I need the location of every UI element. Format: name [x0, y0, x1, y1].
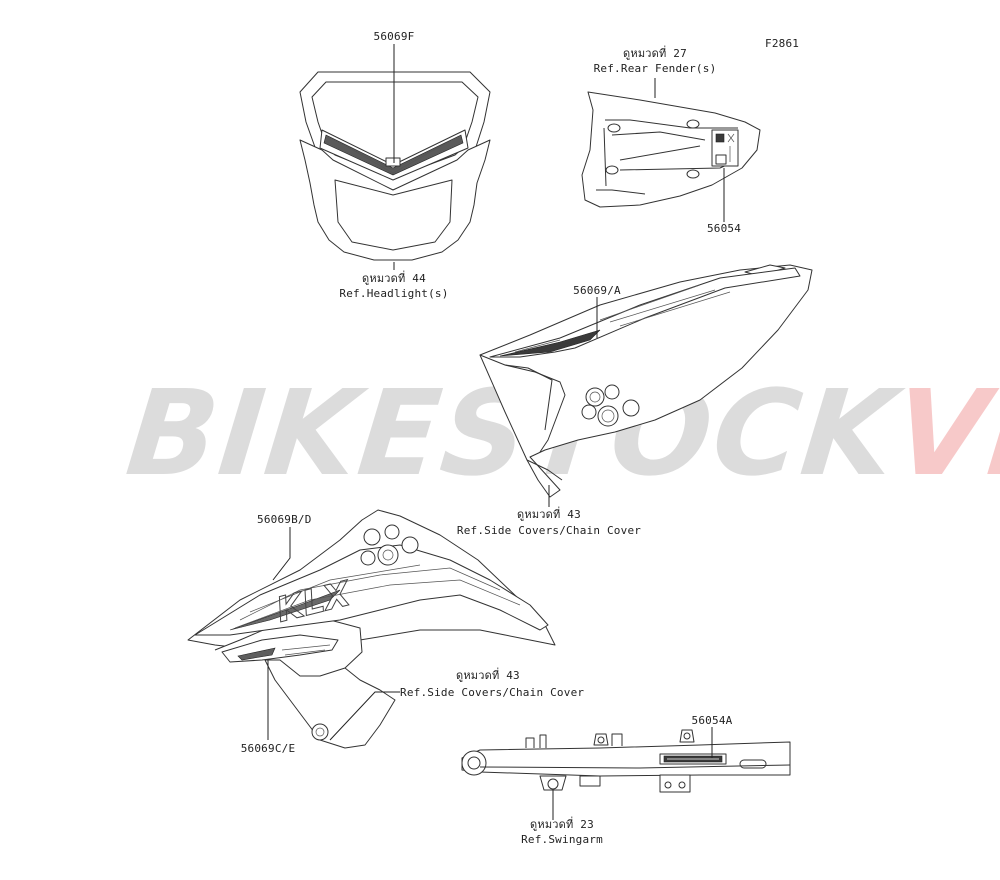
headlight-decal-56069F [319, 129, 469, 181]
swingarm-decal-56054A [659, 753, 727, 765]
ref-thai-headlight: ดูหมวดที่ 44 [362, 272, 426, 285]
part-number-56069F[interactable]: 56069F [373, 30, 415, 43]
swingarm [461, 729, 791, 793]
ref-link-side-covers-2[interactable]: Ref.Side Covers/Chain Cover [400, 686, 585, 699]
side-cover [479, 264, 813, 498]
rear-fender [581, 91, 761, 208]
ref-thai-side-covers: ดูหมวดที่ 43 [517, 508, 581, 521]
shroud-decal-56069C-E [221, 634, 339, 663]
part-number-56069B-D[interactable]: 56069B/D [257, 513, 312, 526]
ref-link-headlight[interactable]: Ref.Headlight(s) [339, 287, 449, 300]
figure-code: F2861 [765, 37, 800, 50]
ref-link-side-covers[interactable]: Ref.Side Covers/Chain Cover [456, 524, 642, 537]
leader-lines [267, 44, 725, 820]
part-number-56054[interactable]: 56054 [706, 222, 742, 235]
rear-fender-decal-56054 [711, 129, 739, 167]
ref-thai-swingarm: ดูหมวดที่ 23 [530, 818, 594, 831]
ref-link-rear-fender[interactable]: Ref.Rear Fender(s) [593, 62, 717, 75]
side-cover-decal-56069A [489, 267, 801, 427]
part-number-56069C-E[interactable]: 56069C/E [240, 742, 296, 755]
ref-thai-side-covers-2: ดูหมวดที่ 43 [456, 669, 520, 682]
ref-link-swingarm[interactable]: Ref.Swingarm [521, 833, 603, 846]
part-number-56054A[interactable]: 56054A [691, 714, 733, 727]
ref-thai-rear-fender: ดูหมวดที่ 27 [623, 47, 687, 60]
part-number-56069A[interactable]: 56069/A [573, 284, 621, 297]
